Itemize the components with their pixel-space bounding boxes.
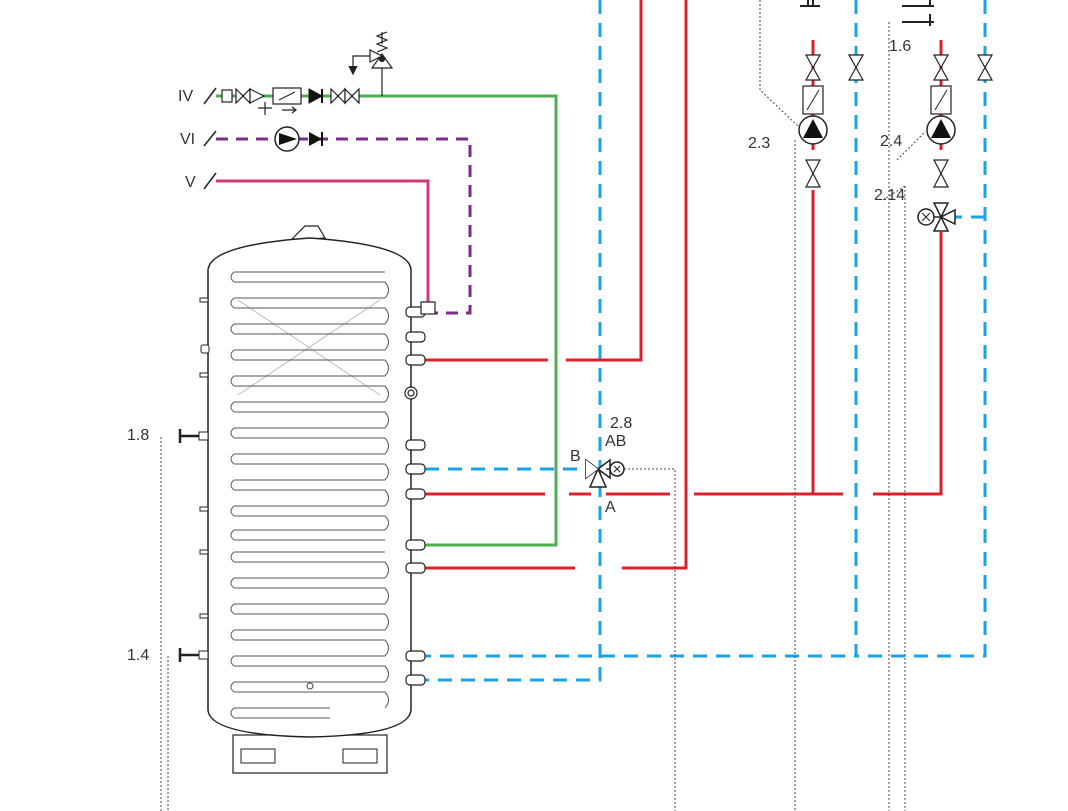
ball-valve-icon bbox=[933, 159, 949, 188]
pressure-reducer-icon bbox=[258, 102, 272, 115]
label-valve-A: A bbox=[605, 499, 616, 516]
signal-lines bbox=[160, 0, 926, 811]
sensor-1-4 bbox=[178, 648, 209, 662]
connection-markers bbox=[203, 87, 217, 190]
inlet-fittings bbox=[221, 87, 360, 115]
circulation-pump bbox=[274, 126, 323, 152]
pump-group-2-3 bbox=[798, 0, 865, 188]
label-valve-2-14: 2.14 bbox=[874, 187, 905, 204]
label-pump-2-4: 2.4 bbox=[880, 133, 902, 150]
pink-pipe bbox=[216, 179, 430, 308]
label-valve-2-8: 2.8 bbox=[610, 415, 632, 432]
right-connections bbox=[404, 306, 426, 686]
label-valve-B: B bbox=[570, 448, 581, 465]
hot-pipes bbox=[425, 0, 943, 570]
ball-valve-icon bbox=[932, 54, 950, 81]
left-sleeves bbox=[199, 297, 210, 619]
labels: IV VI V 1.8 1.4 2.8 AB B A 2.3 2.4 2.14 … bbox=[127, 38, 911, 664]
lower-coil bbox=[230, 551, 389, 719]
check-valve-icon bbox=[309, 132, 322, 146]
pump-group-2-4 bbox=[902, 0, 994, 188]
storage-tank bbox=[199, 225, 436, 774]
check-valve-icon bbox=[308, 88, 324, 104]
purple-pipe bbox=[216, 137, 472, 315]
three-way-valve-2-8 bbox=[585, 458, 625, 488]
mixing-valve-2-14 bbox=[917, 202, 956, 232]
tank-body bbox=[207, 237, 412, 738]
check-valve-icon bbox=[249, 88, 266, 104]
label-sensor-1-8: 1.8 bbox=[127, 427, 149, 444]
ball-valve-icon bbox=[976, 54, 994, 81]
green-pipe bbox=[216, 94, 558, 547]
three-way-valve-icon bbox=[932, 202, 956, 232]
upper-coil bbox=[230, 271, 389, 541]
sensor-1-8 bbox=[178, 429, 209, 443]
label-V: V bbox=[185, 174, 196, 191]
ball-valve-icon bbox=[804, 54, 822, 81]
label-sensor-1-6: 1.6 bbox=[889, 38, 911, 55]
safety-valve-icon bbox=[348, 31, 394, 96]
ball-valve-icon bbox=[235, 87, 251, 105]
label-IV: IV bbox=[178, 88, 193, 105]
label-valve-AB: AB bbox=[605, 433, 626, 450]
ball-valve-icon bbox=[330, 87, 346, 105]
label-VI: VI bbox=[180, 131, 195, 148]
label-sensor-1-4: 1.4 bbox=[127, 647, 149, 664]
cold-pipes bbox=[425, 0, 987, 682]
label-pump-2-3: 2.3 bbox=[748, 135, 770, 152]
ball-valve-icon bbox=[805, 159, 821, 188]
ball-valve-icon bbox=[847, 54, 865, 81]
